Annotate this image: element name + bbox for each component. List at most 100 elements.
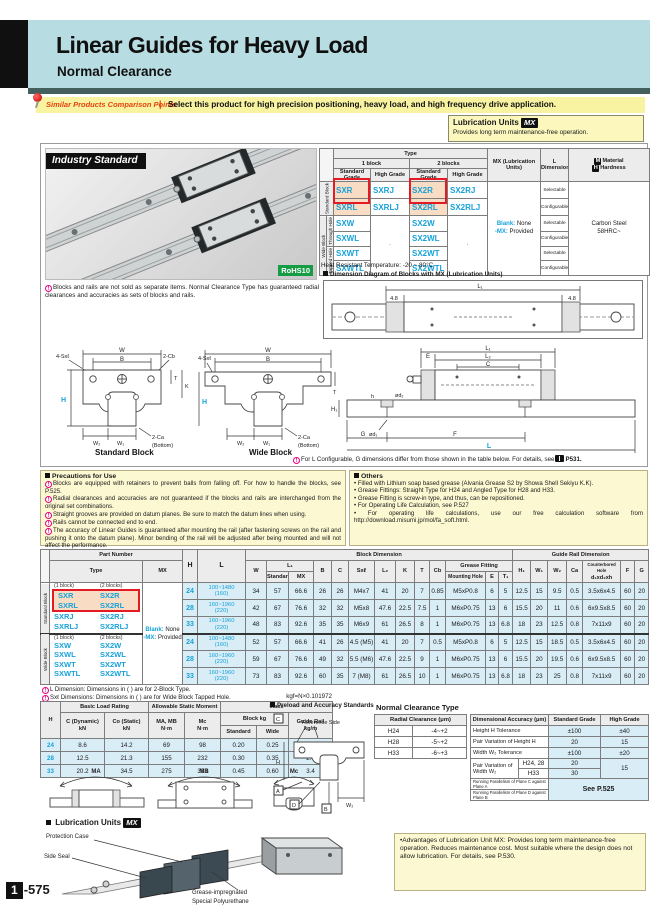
table-row: Pair Variation of Width W₂ H24, 28 20 15 [470, 758, 650, 779]
header-underline [28, 88, 650, 94]
others-item: • For Operating Life Calculation, see P.… [354, 502, 469, 510]
col-g: G [634, 560, 650, 583]
others-item: • Grease Fitting is screw-in type, and t… [354, 494, 525, 502]
cell: 20 [634, 650, 650, 668]
precaution-item: The accuracy of Linear Guides is guarant… [45, 527, 341, 550]
radial-clearance-table: Radial Clearance (μm) H24-4~+2 H28-5~+2 … [374, 714, 467, 759]
comparison-banner: Similar Products Comparison Points | Sel… [33, 93, 645, 113]
cell: 15.5 [512, 650, 532, 668]
cell: 25 [547, 667, 568, 685]
dim-d2: ød₂ [395, 393, 404, 399]
col-ca: Ca [566, 560, 584, 583]
col-1block: 1 block [333, 158, 410, 169]
cell: 34.5 [104, 764, 149, 778]
col-l2: L₂ [374, 560, 397, 583]
table-row: Running Parallelism of Plane D against P… [469, 789, 649, 801]
banner-tag: Similar Products Comparison Points [46, 100, 177, 109]
dim-4sxl: 4-Sxℓ [56, 354, 69, 360]
cell: ±20 [600, 747, 650, 759]
cell: 155 [148, 751, 185, 765]
standard-grade-header: Standard Grade [548, 714, 602, 726]
side-view-diagram: L₁ E L₂ C H₁ h ød₂ ød₁ G F [331, 346, 636, 453]
cell: 41 [313, 632, 333, 651]
cell: 20 [530, 599, 549, 617]
part-number: SX2W [409, 215, 448, 232]
l-range: 160~1960(220) [197, 650, 247, 668]
dimension-diagram-header: Dimension Diagram of Blocks with MX (Lub… [323, 271, 502, 278]
col-allowable-static-moment: Allowable Static Moment [147, 701, 222, 713]
type-selection-table: Type MX (Lubrication Units) L Dimension … [319, 148, 650, 276]
high-grade-header: High Grade [600, 714, 650, 726]
preload-diagram: Reference Side C H A D B W₂ [273, 713, 365, 814]
l-range: 100~1480(160) [197, 632, 247, 651]
cell: M5xP0.8 [445, 582, 487, 600]
cell: 57 [266, 632, 290, 651]
industry-standard-label: Industry Standard [46, 153, 146, 169]
h-value: 28 [182, 650, 199, 668]
col-mx: MX (Lubrication Units) [487, 148, 542, 182]
cell: 0.30 [220, 751, 258, 765]
col-high-grade: High Grade [446, 168, 489, 182]
part-number: SX2WL [409, 230, 448, 248]
protection-case-label: Protection Case [46, 834, 89, 840]
cell: 0.25 [256, 738, 290, 752]
part-number: SXRLJ [370, 198, 410, 217]
h-value: 24 [182, 632, 199, 651]
cell: 20 [530, 650, 549, 668]
cell: 23 [530, 667, 549, 685]
cell: ±40 [600, 725, 650, 737]
cell: 48 [245, 616, 268, 634]
cell: -4~+2 [412, 725, 467, 737]
mx-badge: MX [123, 818, 141, 828]
plane-c-label: C [276, 717, 280, 723]
cell: H28 [374, 736, 413, 748]
cell: 3.5x6x4.5 [582, 582, 622, 600]
dim-w: W [119, 348, 125, 354]
dim-2ca: 2-Ca [298, 435, 311, 441]
cell: 32 [331, 599, 350, 617]
empty-cell: · [446, 215, 489, 276]
col-e: E [485, 571, 500, 583]
cell: 34 [245, 582, 268, 600]
part-number: SX2R [409, 180, 448, 200]
col-t: T [414, 560, 431, 583]
cell: 83 [266, 667, 290, 685]
cell: 47.6 [374, 650, 397, 668]
cell: 13 [485, 650, 500, 668]
cell: 0.8 [566, 667, 584, 685]
cell: 20 [548, 736, 602, 748]
l-range: 160~1960(220) [197, 616, 247, 634]
cell: 12.5 [512, 632, 532, 651]
dim-c: C [486, 362, 491, 368]
table-row: H24-4~+2 [374, 725, 467, 737]
cell: 92.6 [288, 667, 315, 685]
note-icon [45, 285, 52, 292]
cell: 4.5 (M5) [348, 632, 376, 651]
mx-options: Blank: None -MX: Provided [487, 181, 542, 276]
cell: 1 [429, 650, 447, 668]
dim-2ca: 2-Ca [152, 435, 165, 441]
cell: M6xP0.75 [445, 650, 487, 668]
cell: 67 [266, 650, 290, 668]
h-value: 33 [182, 667, 199, 685]
col-guide-rail-dimension: Guide Rail Dimension [512, 549, 650, 561]
cell: 26.5 [395, 616, 416, 634]
cell: H33 [374, 747, 413, 759]
preload-title: Preload and Accuracy Standards [270, 702, 382, 709]
lubrication-units-title: Lubrication Units MX [46, 818, 141, 828]
accuracy-label: Width W₂ Tolerance [469, 747, 550, 759]
cell: H24 [374, 725, 413, 737]
cell: 76.6 [288, 650, 315, 668]
col-h: H [40, 701, 61, 739]
cell: 60 [620, 616, 636, 634]
cell: 6.8 [498, 616, 514, 634]
grease-label-line1: Grease-impregnated [192, 890, 247, 896]
group-wide-block: Wide Block [40, 633, 50, 685]
col-block-dimension: Block Dimension [245, 549, 514, 561]
note-icon [293, 457, 300, 464]
wide-block-cross-section: W B 4-Sxℓ H T W₂ W₁ 2-Ca (Bottom) Wide B… [198, 348, 337, 456]
cell: 83 [266, 616, 290, 634]
cell: 393 [183, 764, 222, 778]
